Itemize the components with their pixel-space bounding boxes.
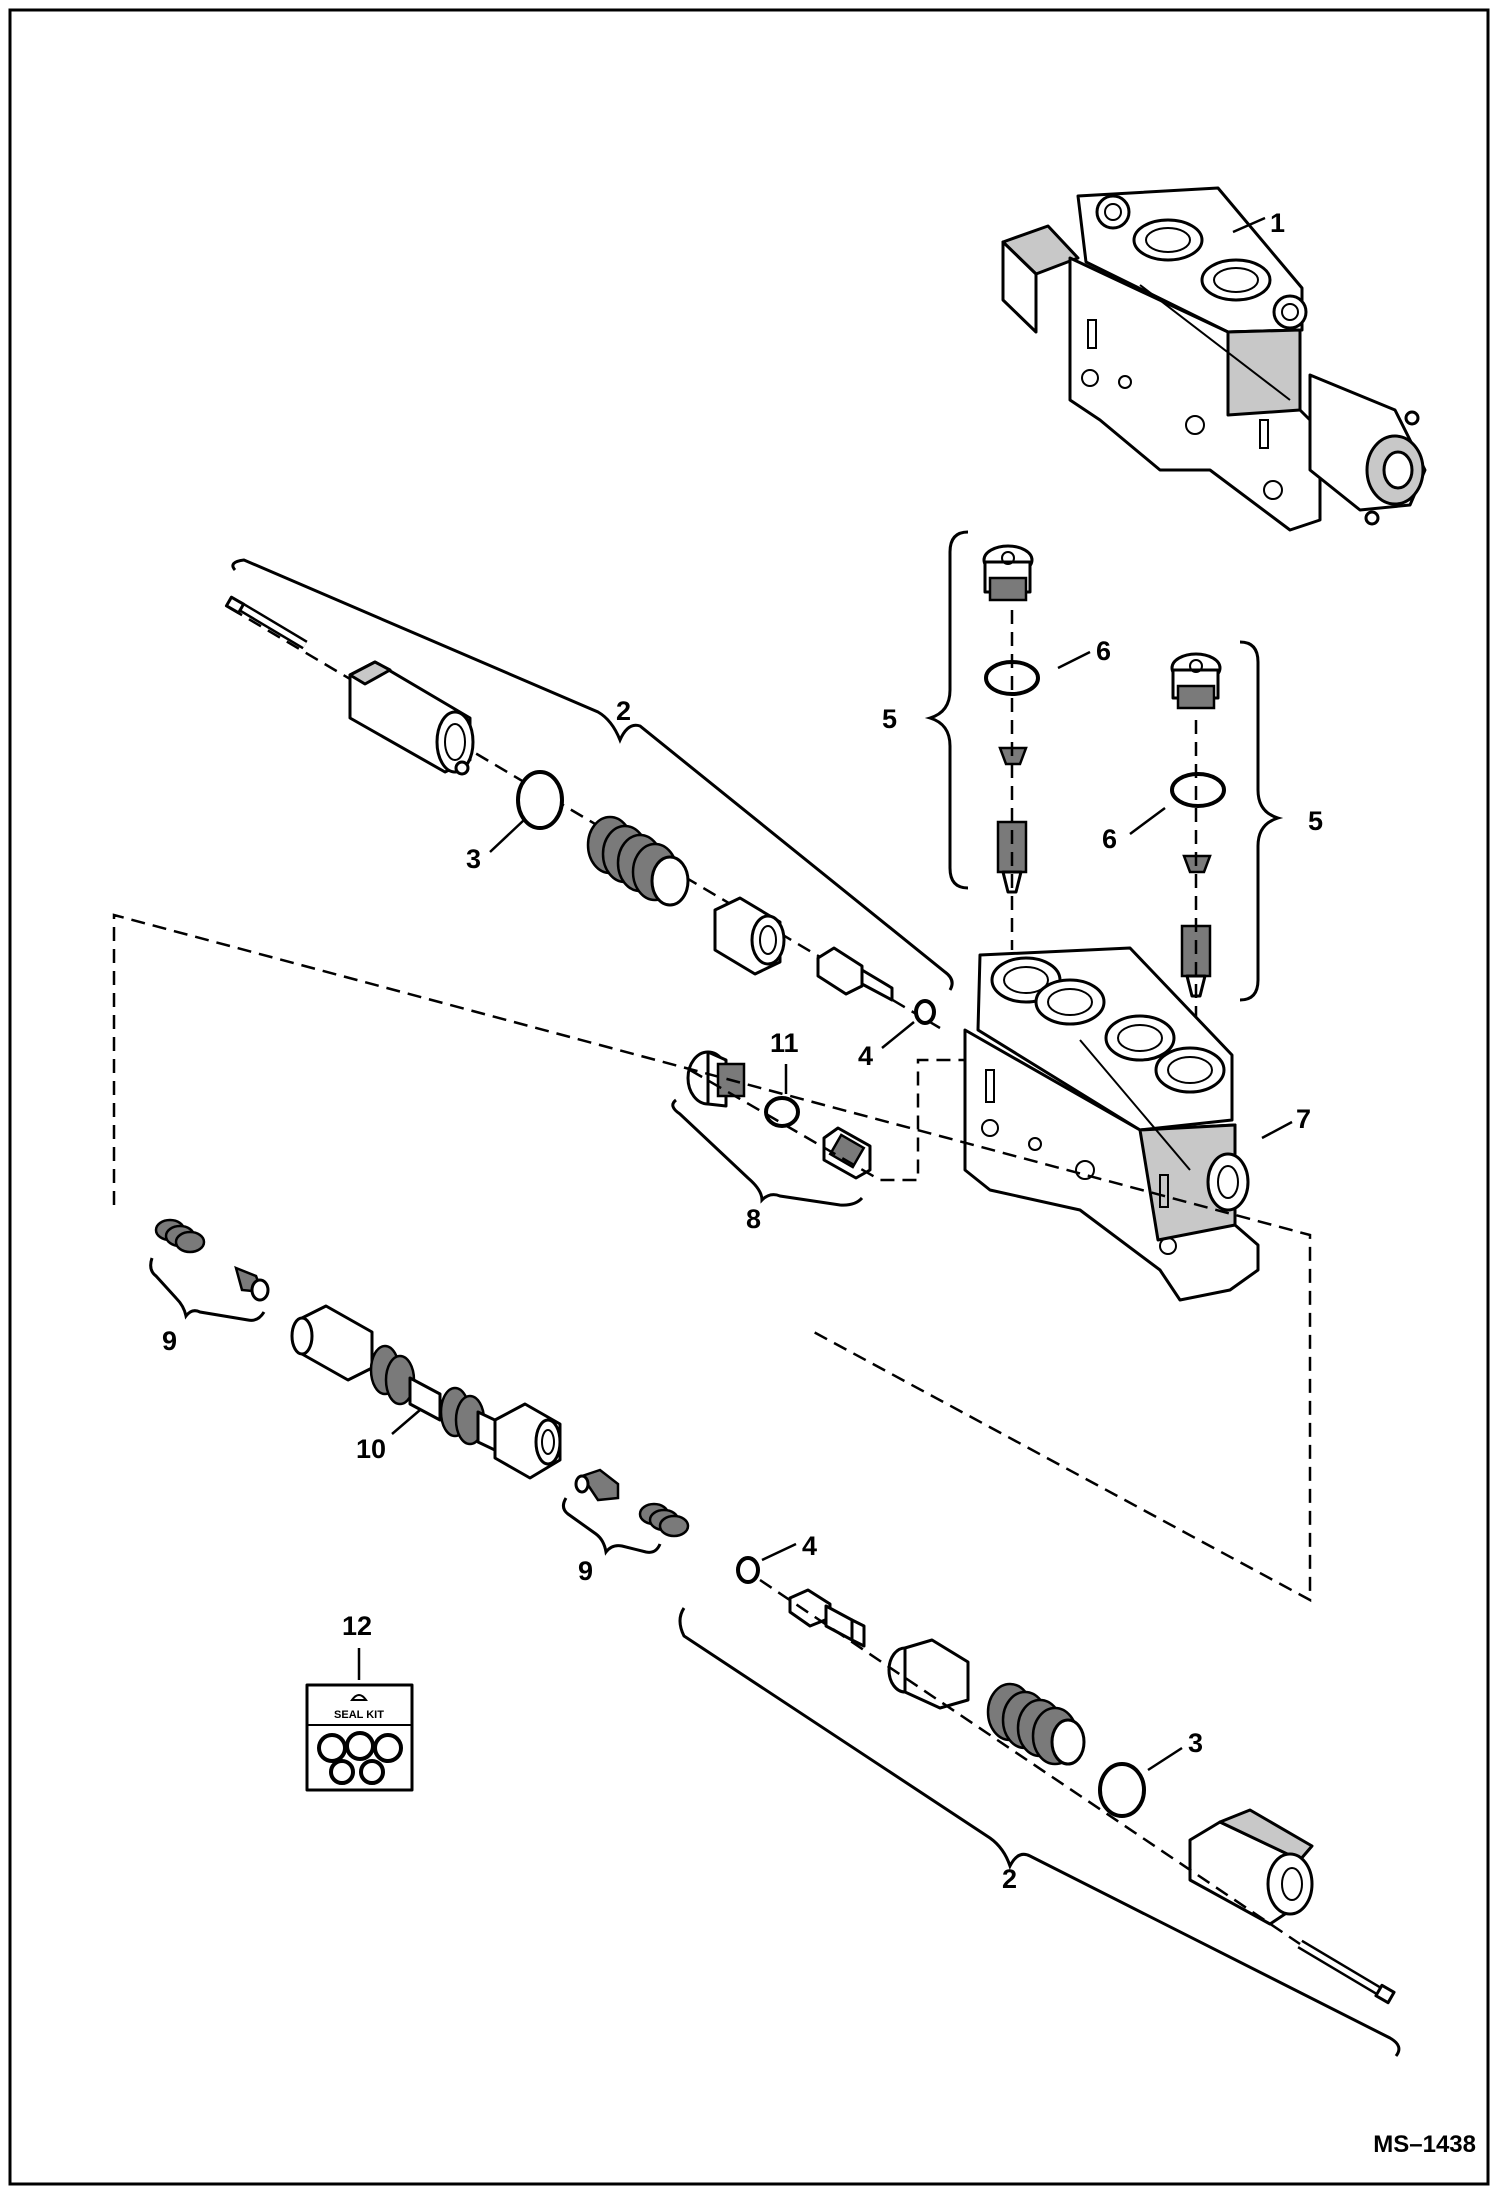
callout-6-left: 6 xyxy=(1096,636,1111,666)
spool-part-10 xyxy=(290,1304,562,1480)
leader-3-lower xyxy=(1147,1746,1183,1772)
callout-6-right: 6 xyxy=(1102,824,1117,854)
brace-2-lower xyxy=(678,1607,1401,2057)
o-ring-3-lower xyxy=(1098,1762,1146,1818)
detent-spring-left xyxy=(154,1218,206,1254)
callout-12: 12 xyxy=(342,1611,372,1641)
brace-2-upper xyxy=(231,558,954,991)
spool-cap-bolt-lower xyxy=(1297,1939,1396,2005)
callout-4-lower: 4 xyxy=(802,1531,817,1561)
leader-6-right xyxy=(1129,806,1166,836)
spring-lower xyxy=(986,1682,1086,1766)
callout-3-lower: 3 xyxy=(1188,1728,1203,1758)
o-ring-4-lower xyxy=(736,1556,760,1584)
leader-4-upper xyxy=(881,1021,915,1049)
leader-10 xyxy=(391,1409,421,1435)
detent-plunger-right xyxy=(574,1468,620,1502)
callout-8: 8 xyxy=(746,1204,761,1234)
brace-9-left xyxy=(149,1257,266,1322)
axis-lower-spool xyxy=(759,1578,1301,1946)
callout-5-right: 5 xyxy=(1308,806,1323,836)
spool-bolt-upper xyxy=(816,946,894,1002)
relief-plug-right xyxy=(1170,652,1222,710)
drawing-number: MS–1438 xyxy=(1373,2131,1476,2158)
callout-5-left: 5 xyxy=(882,704,897,734)
callout-2-upper: 2 xyxy=(616,696,631,726)
valve-body-part-7 xyxy=(963,946,1260,1302)
spool-cap-lower xyxy=(1188,1808,1314,1926)
seal-kit-part-12 xyxy=(305,1683,414,1792)
spring-seat-lower xyxy=(887,1638,970,1710)
callout-3-upper: 3 xyxy=(466,844,481,874)
leader-6-left xyxy=(1057,650,1091,670)
o-ring-3-upper xyxy=(516,770,564,830)
axis-main-spool xyxy=(112,913,1312,1603)
relief-plug-left xyxy=(982,544,1034,602)
o-ring-4-upper xyxy=(914,999,936,1025)
brace-5-left xyxy=(924,530,969,890)
leader-1 xyxy=(1232,216,1266,234)
seal-kit-label: SEAL KIT xyxy=(334,1709,384,1721)
page-border xyxy=(8,8,1490,2186)
brace-8 xyxy=(671,1098,864,1207)
callout-2-lower: 2 xyxy=(1002,1864,1017,1894)
spool-bolt-lower xyxy=(788,1588,866,1648)
o-ring-11 xyxy=(764,1096,800,1128)
callout-1: 1 xyxy=(1270,208,1285,238)
leader-3-upper xyxy=(489,819,525,853)
callout-10: 10 xyxy=(356,1434,386,1464)
spring-seat-upper xyxy=(713,896,786,976)
spool-cap-upper xyxy=(348,660,475,776)
cartridge-8 xyxy=(822,1126,872,1180)
callout-11: 11 xyxy=(770,1028,799,1058)
leader-7 xyxy=(1261,1120,1293,1140)
valve-section-assembly-part-1 xyxy=(1001,186,1427,532)
spool-cap-bolt-upper xyxy=(224,595,308,650)
brace-9-right xyxy=(561,1497,662,1556)
brace-5-right xyxy=(1239,640,1284,1002)
detent-spring-right xyxy=(638,1502,690,1538)
o-ring-6-right xyxy=(1170,772,1226,808)
callout-9-right: 9 xyxy=(578,1556,593,1586)
callout-7: 7 xyxy=(1296,1104,1311,1134)
spring-upper xyxy=(586,815,690,907)
callout-9-left: 9 xyxy=(162,1326,177,1356)
callout-4-upper: 4 xyxy=(858,1041,873,1071)
plug-8 xyxy=(686,1050,746,1108)
detent-plunger-left xyxy=(234,1265,270,1302)
leader-4-lower xyxy=(761,1542,797,1562)
